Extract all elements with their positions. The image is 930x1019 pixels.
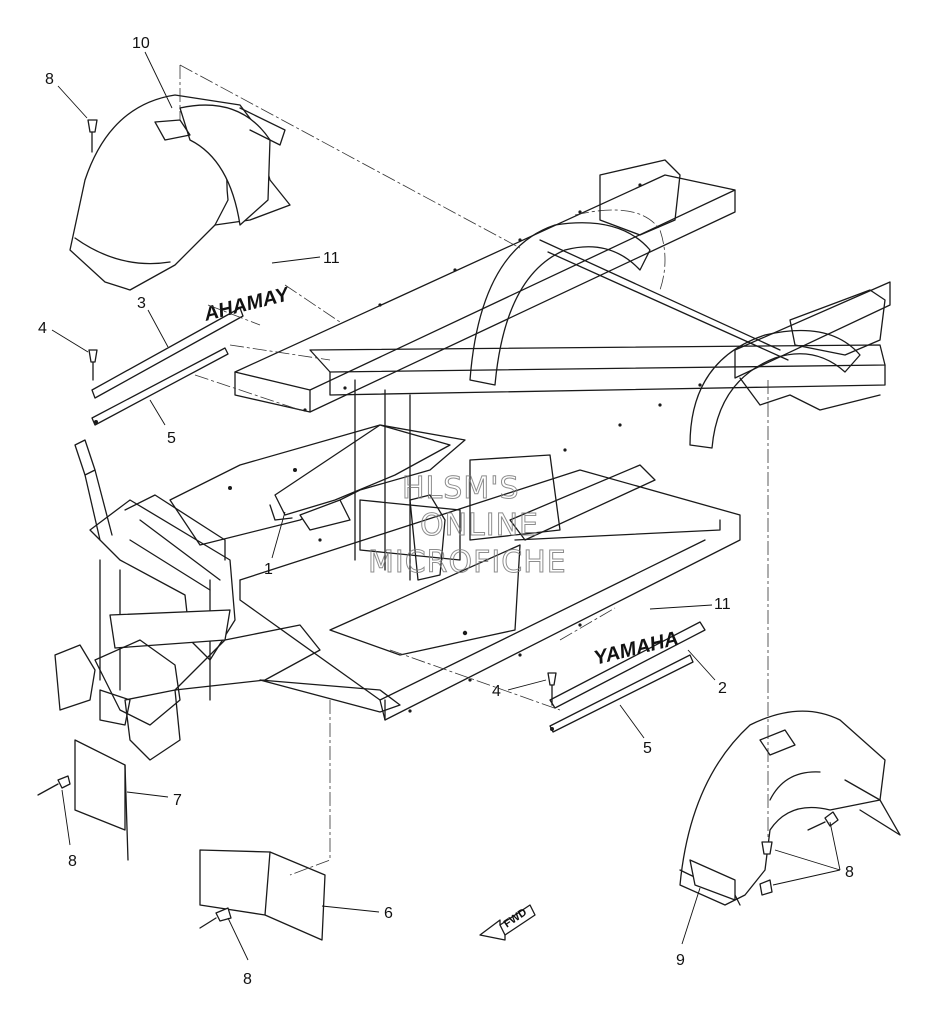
callout-1: 1 <box>264 561 273 578</box>
callout-8-bottom: 8 <box>243 971 252 988</box>
side-trim-right <box>549 621 706 733</box>
callout-7: 7 <box>173 792 182 809</box>
callout-10: 10 <box>132 35 150 52</box>
rear-left-fender <box>69 94 291 291</box>
callout-8-left: 8 <box>68 853 77 870</box>
callout-5-right: 5 <box>643 740 652 757</box>
watermark-line-3: MICROFICHE <box>368 545 567 580</box>
watermark-line-1: HLSM'S <box>402 471 520 506</box>
alignment-lines <box>179 64 769 876</box>
mud-flap-7 <box>74 739 129 861</box>
callout-11-right: 11 <box>714 596 731 613</box>
watermark-line-2: ONLINE <box>420 508 539 543</box>
callout-8-top: 8 <box>45 71 54 88</box>
chassis-frame <box>54 159 891 761</box>
rear-right-fender <box>679 710 901 906</box>
callout-5-left: 5 <box>167 430 176 447</box>
callout-6: 6 <box>384 905 393 922</box>
callout-9: 9 <box>676 952 685 969</box>
mud-flap-6 <box>199 849 326 941</box>
callout-8-right: 8 <box>845 864 854 881</box>
callout-4-right: 4 <box>492 683 501 700</box>
forward-direction-arrow: FWD <box>479 904 536 941</box>
frame-holes <box>228 183 702 713</box>
callout-4-left: 4 <box>38 320 47 337</box>
leader-lines <box>51 51 841 961</box>
callout-2: 2 <box>718 680 727 697</box>
side-trim-left <box>91 307 244 426</box>
rivet-fasteners <box>37 119 839 929</box>
callout-11-left: 11 <box>323 250 340 267</box>
callout-3: 3 <box>137 295 146 312</box>
watermark: HLSM'S ONLINE MICROFICHE <box>368 471 567 581</box>
callout-numbers: 10 8 11 3 4 5 1 11 2 4 5 7 8 6 8 8 9 <box>38 35 854 988</box>
